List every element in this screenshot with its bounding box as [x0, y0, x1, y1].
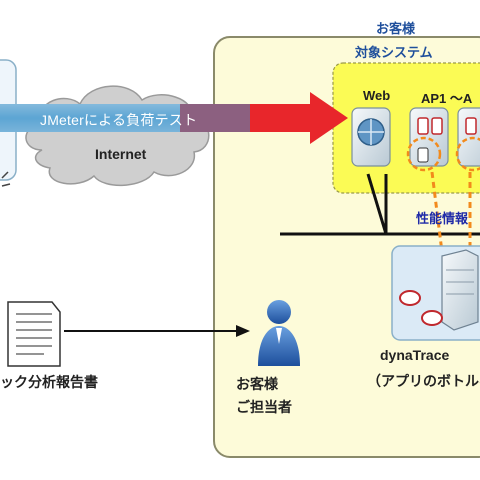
load-test-arrow — [0, 92, 348, 144]
dynatrace-label: dynaTrace — [380, 347, 450, 363]
report-label: ック分析報告書 — [0, 374, 98, 390]
customer-contact-label-2: ご担当者 — [236, 399, 292, 415]
customer-zone-title: お客様 — [376, 21, 416, 36]
ap-server-icon — [406, 107, 449, 172]
ap-server-icon-2 — [455, 107, 480, 172]
network-lines — [280, 173, 480, 236]
ap-server-label: AP1 ～A — [421, 91, 473, 106]
perf-info-arrows — [430, 171, 472, 253]
load-test-label: JMeterによる負荷テスト — [40, 112, 198, 128]
perf-info-label: 性能情報 — [416, 211, 469, 226]
customer-contact-label-1: お客様 — [236, 376, 278, 392]
web-server-label: Web — [363, 88, 391, 103]
dynatrace-sublabel: （アプリのボトルネ — [367, 373, 480, 389]
cloud-icon — [25, 85, 210, 187]
internet-label: Internet — [95, 146, 147, 162]
web-server-icon — [351, 107, 391, 167]
person-icon — [258, 300, 300, 366]
report-arrow — [64, 325, 250, 337]
document-icon — [7, 301, 61, 367]
target-system-title: 対象システム — [355, 45, 433, 60]
client-mark-icon — [1, 171, 11, 187]
db-server-icon — [399, 249, 479, 331]
